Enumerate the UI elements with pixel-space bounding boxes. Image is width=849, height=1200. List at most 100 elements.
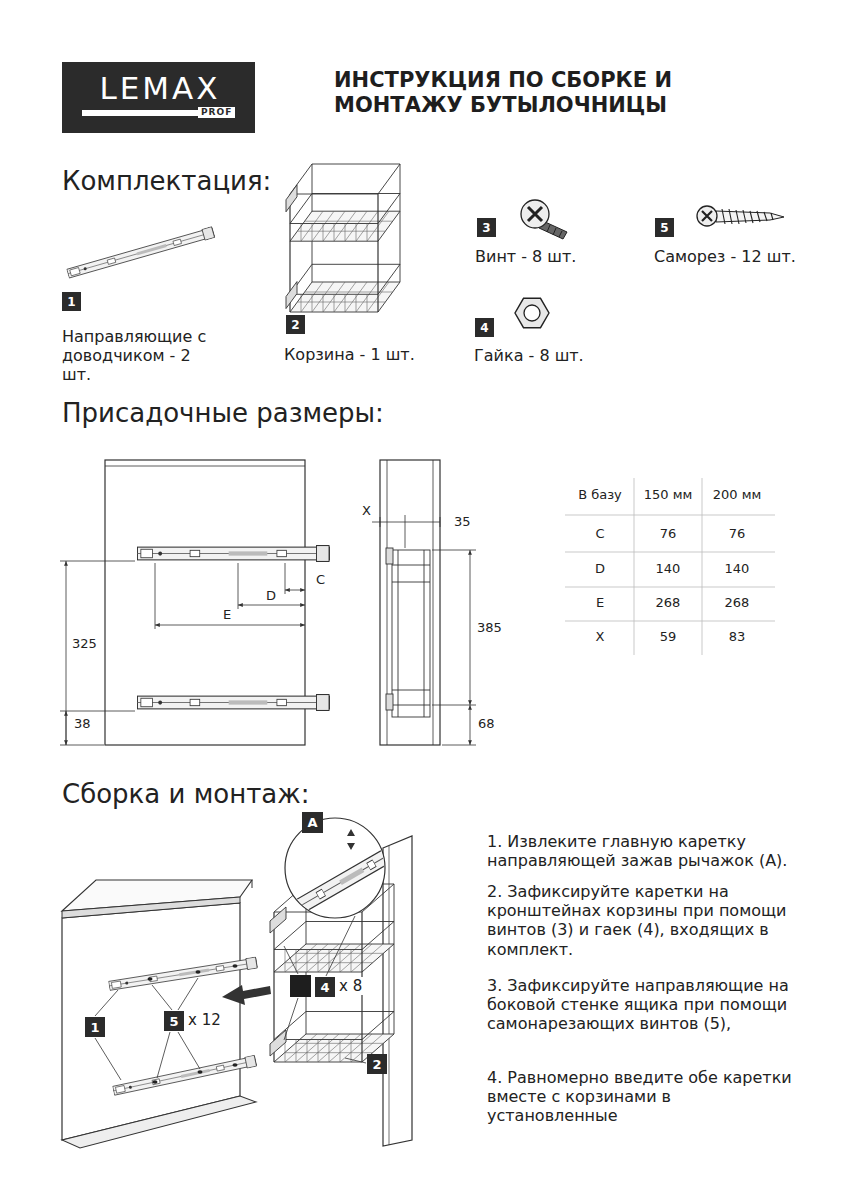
side-view [392, 582, 430, 583]
screw-icon [547, 225, 562, 237]
brand-name: LEMAX [62, 70, 255, 107]
page-title: ИНСТРУКЦИЯ ПО СБОРКЕ И МОНТАЖУ БУТЫЛОЧНИ… [334, 68, 724, 118]
basket-icon [290, 194, 400, 224]
side-view [386, 548, 393, 564]
leader-line [284, 946, 298, 974]
table-cell: X [567, 629, 633, 645]
table-cell: 200 мм [704, 487, 770, 503]
front-view [60, 561, 305, 745]
table-grid [565, 587, 775, 588]
basket-icon [286, 164, 400, 312]
side-view [380, 460, 440, 745]
basket-drawing [351, 944, 383, 972]
table-cell: 150 мм [635, 487, 701, 503]
basket-icon [345, 282, 367, 312]
basket-icon [334, 211, 356, 241]
basket-icon [367, 224, 368, 242]
black-square [290, 975, 311, 997]
callout-number: 2 [367, 1054, 387, 1074]
cabinet-drawing [222, 985, 271, 1005]
callout-number: 5 [655, 218, 674, 237]
side-view [470, 705, 471, 745]
basket-icon [286, 282, 297, 309]
table-grid [634, 478, 635, 655]
part-caption: Направляющие с доводчиком - 2 шт. [62, 327, 222, 385]
front-view [285, 590, 305, 591]
basket-drawing [307, 950, 308, 973]
front-view [285, 563, 286, 594]
table-cell: 76 [635, 526, 701, 542]
part-caption: Корзина - 1 шт. [284, 345, 415, 364]
basket-icon [367, 294, 368, 312]
quantity-label: x 8 [337, 977, 364, 995]
side-view [405, 515, 406, 548]
self-tapping-screw-icon [697, 206, 717, 226]
basket-icon [290, 264, 400, 294]
table-cell: 268 [704, 595, 770, 611]
leader-line [152, 985, 172, 1010]
table-cell: 268 [635, 595, 701, 611]
magnifier [282, 841, 404, 922]
basket-drawing [274, 922, 394, 950]
dimension-label: 38 [72, 716, 93, 732]
table-cell: 76 [704, 526, 770, 542]
basket-icon [312, 294, 313, 312]
callout-number: 4 [480, 322, 488, 334]
magnifier [282, 829, 404, 922]
black-square [290, 975, 311, 997]
dimension-label: 68 [476, 716, 497, 732]
part-caption: Саморез - 12 шт. [654, 247, 796, 266]
magnifier [347, 829, 355, 850]
front-view [105, 466, 305, 467]
basket-icon [345, 211, 367, 241]
callout-number: 1 [62, 292, 81, 311]
basket-icon [323, 211, 345, 241]
screw-icon [521, 200, 567, 239]
dimension-label: X [360, 503, 373, 519]
basket-icon [301, 224, 302, 242]
table-grid [565, 478, 775, 655]
basket-drawing [340, 1040, 341, 1063]
basket-drawing [270, 1030, 286, 1056]
front-view [66, 561, 67, 745]
self-tapping-screw-icon [722, 209, 773, 224]
front-view [60, 460, 330, 745]
callout-number: 4 [475, 318, 494, 337]
cabinet-drawing [62, 1096, 256, 1148]
callout-number: 4 [320, 981, 329, 994]
cabinet-drawing [233, 964, 238, 968]
leader-line [345, 1058, 366, 1063]
callout-number: 2 [372, 1058, 381, 1071]
side-view [386, 548, 430, 717]
table-grid [565, 552, 775, 553]
screw-icon [528, 207, 542, 221]
callout-number: 3 [482, 222, 490, 234]
basket-drawing [329, 1040, 330, 1063]
side-view [386, 694, 393, 710]
basket-drawing [274, 944, 394, 972]
side-view [392, 565, 430, 566]
table-cell: 140 [704, 561, 770, 577]
side-board [389, 846, 390, 1145]
callout-number: A [307, 816, 317, 829]
basket-drawing [351, 1040, 352, 1063]
callout-number: 1 [67, 296, 75, 308]
basket-icon [301, 211, 323, 241]
side-view [372, 460, 476, 745]
logo-box: LEMAXPROF [62, 62, 255, 133]
side-view [372, 515, 476, 745]
front-view [60, 711, 135, 712]
front-view [155, 625, 305, 626]
side-view [424, 550, 425, 717]
side-view [380, 517, 381, 527]
cabinet-drawing [196, 970, 201, 974]
basket-drawing [285, 962, 373, 963]
part-caption: Винт - 8 шт. [475, 247, 576, 266]
nut-icon [515, 298, 549, 327]
dimension-label: D [264, 588, 278, 604]
side-view [432, 705, 476, 706]
side-view [398, 550, 399, 717]
basket-drawing [270, 907, 286, 933]
section-heading: Комплектация: [62, 166, 271, 197]
basket-drawing [340, 950, 341, 973]
